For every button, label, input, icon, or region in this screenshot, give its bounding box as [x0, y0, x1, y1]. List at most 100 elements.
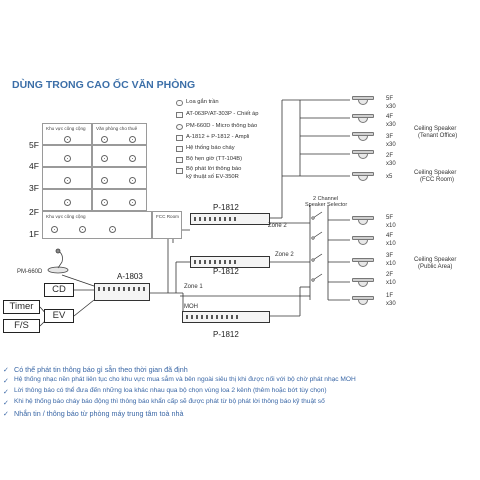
amp2	[190, 256, 270, 268]
speaker-icon	[129, 155, 136, 162]
a1803-label: A-1803	[117, 272, 143, 281]
group-fcc-sub: (FCC Room)	[420, 177, 454, 183]
room-label: FCC Room	[156, 214, 179, 219]
amp2-label: P-1812	[213, 267, 239, 276]
speaker-icon	[129, 199, 136, 206]
speaker-count: x10	[386, 261, 396, 267]
fs-box: F/S	[3, 319, 40, 333]
moh-label: MOH	[184, 304, 198, 310]
speaker-count: x30	[386, 301, 396, 307]
note-item: Khi hệ thống báo cháy báo động thì thông…	[14, 398, 325, 405]
room-3f-office	[92, 167, 147, 189]
ceiling-speaker-icon	[352, 258, 374, 267]
room-fcc: FCC Room	[152, 211, 182, 239]
speaker-floor: 3F	[386, 253, 394, 259]
ceiling-speaker-icon	[352, 296, 374, 305]
legend-item: kỹ thuật số EV-350R	[186, 174, 239, 180]
speaker-floor: 2F	[386, 272, 394, 278]
speaker-icon	[101, 177, 108, 184]
legend-item: Loa gắn trần	[186, 99, 219, 105]
zone-1-label: Zone 1	[184, 284, 203, 290]
ceiling-speaker-icon	[352, 114, 374, 123]
message-player-icon	[176, 168, 183, 174]
amp3	[182, 311, 270, 323]
amp3-label: P-1812	[213, 330, 239, 339]
cd-player: CD	[44, 283, 74, 297]
note-item: Có thể phát tin thông báo gì sẵn theo th…	[14, 365, 188, 374]
room-5f-office: Văn phòng cho thuê	[92, 123, 147, 145]
attenuator-icon	[176, 112, 183, 118]
bullet-icon: ✓	[3, 376, 10, 385]
ceiling-speaker-icon	[352, 132, 374, 141]
floor-label-2f: 2F	[29, 207, 39, 217]
speaker-icon	[129, 177, 136, 184]
group-fcc-title: Ceiling Speaker	[414, 170, 457, 176]
bullet-icon: ✓	[3, 409, 10, 418]
speaker-count: x10	[386, 280, 396, 286]
pm660d-label: PM-660D	[17, 269, 43, 275]
speaker-count: x10	[386, 241, 396, 247]
ev-box: EV	[44, 309, 74, 323]
speaker-floor: 3F	[386, 134, 394, 140]
room-4f-office	[92, 145, 147, 167]
floor-label-3f: 3F	[29, 183, 39, 193]
speaker-icon	[64, 136, 71, 143]
room-label: Khu vực công cộng	[46, 214, 86, 219]
ceiling-speaker-icon	[352, 96, 374, 105]
amp1-label: P-1812	[213, 203, 239, 212]
note-item: Hệ thống nhạc nền phát liên tục cho khu …	[14, 376, 356, 383]
ceiling-speaker-icon	[352, 172, 374, 181]
speaker-count: x30	[386, 122, 396, 128]
ceiling-speaker-icon	[176, 100, 183, 106]
speaker-icon	[109, 226, 116, 233]
speaker-icon	[64, 177, 71, 184]
zone-2-label: Zone 2	[268, 223, 287, 229]
selector-label: 2 Channel	[313, 196, 339, 202]
ceiling-speaker-icon	[352, 236, 374, 245]
speaker-icon	[79, 226, 86, 233]
speaker-count: x5	[386, 174, 393, 180]
ceiling-speaker-icon	[352, 150, 374, 159]
floor-label-1f: 1F	[29, 229, 39, 239]
speaker-count: x30	[386, 104, 396, 110]
diagram-title: DÙNG TRONG CAO ỐC VĂN PHÒNG	[12, 79, 196, 91]
group-tenant-title: Ceiling Speaker	[414, 126, 457, 132]
room-label: Văn phòng cho thuê	[96, 126, 138, 131]
speaker-floor: 5F	[386, 96, 394, 102]
bullet-icon: ✓	[3, 387, 10, 396]
speaker-icon	[51, 226, 58, 233]
speaker-icon	[64, 155, 71, 162]
amplifier-icon	[176, 135, 183, 141]
room-label: Khu vực công cộng	[46, 126, 86, 131]
timer-icon	[176, 157, 183, 163]
speaker-count: x30	[386, 142, 396, 148]
selector-label-2: Speaker Selector	[305, 202, 348, 208]
legend-item: Bộ hẹn giờ (TT-104B)	[186, 156, 242, 162]
speaker-icon	[64, 199, 71, 206]
room-2f-office	[92, 189, 147, 211]
amp1	[190, 213, 270, 225]
floor-label-5f: 5F	[29, 140, 39, 150]
microphone-icon	[176, 124, 183, 130]
legend-item: Hệ thống báo cháy	[186, 145, 235, 151]
speaker-floor: 4F	[386, 114, 394, 120]
room-2f-public	[42, 189, 92, 211]
ceiling-speaker-icon	[352, 216, 374, 225]
legend-item: AT-063P/AT-303P - Chiết áp	[186, 111, 259, 117]
speaker-floor: 5F	[386, 215, 394, 221]
speaker-icon	[129, 136, 136, 143]
a1803-mixer	[94, 283, 150, 301]
note-item: Lời thông báo có thể đưa đến những loa k…	[14, 387, 327, 394]
bullet-icon: ✓	[3, 398, 10, 407]
group-tenant-sub: (Tenant Office)	[418, 133, 458, 139]
legend-item: A-1812 + P-1812 - Ampli	[186, 134, 250, 140]
group-public-title: Ceiling Speaker	[414, 257, 457, 263]
floor-label-4f: 4F	[29, 161, 39, 171]
bullet-icon: ✓	[3, 365, 10, 374]
room-4f-public	[42, 145, 92, 167]
speaker-floor: 1F	[386, 293, 394, 299]
speaker-icon	[101, 136, 108, 143]
room-5f-public: Khu vực công cộng	[42, 123, 92, 145]
ceiling-speaker-icon	[352, 278, 374, 287]
